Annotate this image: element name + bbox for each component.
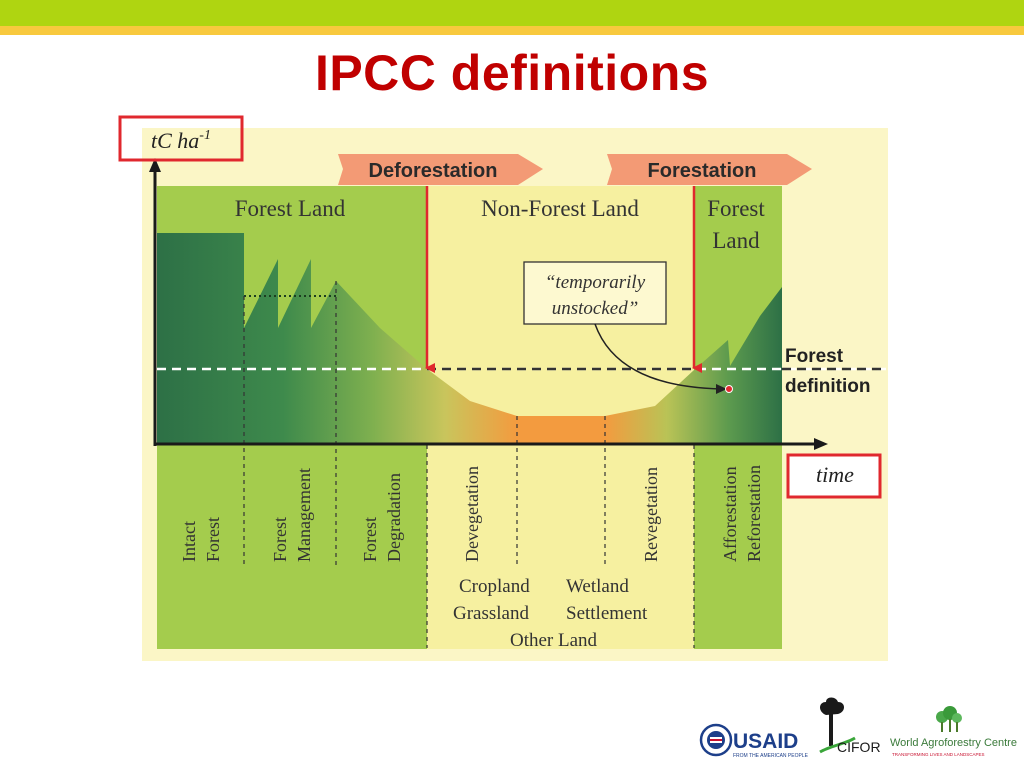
x-axis-arrowhead — [814, 438, 828, 450]
phase-afforestation: Afforestation — [720, 466, 740, 562]
forest-definition-label-line2: definition — [785, 376, 870, 397]
land-use-grassland: Grassland — [453, 603, 529, 624]
carbon-stock-curve-left — [157, 233, 517, 445]
callout-text-line1: “temporarily — [545, 272, 646, 293]
phase-degradation-line2: Degradation — [384, 473, 404, 562]
unstocked-point — [725, 385, 733, 393]
forestation-arrow-shape — [607, 154, 812, 185]
callout-connector-head — [716, 384, 727, 394]
land-use-other-land: Other Land — [510, 630, 598, 651]
deforestation-label: Deforestation — [369, 160, 498, 182]
header-green-band — [0, 0, 1024, 26]
y-axis-label: tC ha-1 — [151, 128, 211, 153]
callout-text-line2: unstocked” — [552, 298, 639, 319]
phase-management-line2: Management — [294, 468, 314, 562]
forest-land-right-label-line1: Forest — [707, 196, 765, 221]
forest-definition-label-line1: Forest — [785, 346, 844, 367]
phase-devegetation: Devegetation — [462, 466, 482, 562]
callout-connector — [594, 323, 723, 390]
phase-degradation-line1: Forest — [360, 517, 380, 562]
x-axis-label: time — [816, 462, 854, 487]
forest-land-right-label-line2: Land — [712, 228, 760, 253]
forestation-label: Forestation — [648, 160, 757, 182]
phase-intact-line2: Forest — [203, 517, 223, 562]
phase-revegetation: Revegetation — [641, 467, 661, 562]
non-forest-land-label: Non-Forest Land — [481, 196, 639, 221]
phase-dividers — [243, 281, 695, 648]
carbon-stock-curve-right — [605, 287, 782, 445]
land-use-wetland: Wetland — [566, 576, 629, 597]
callout-box — [523, 261, 667, 325]
phase-reforestation: Reforestation — [744, 465, 764, 562]
header-yellow-band — [0, 26, 1024, 35]
phase-management-line1: Forest — [270, 517, 290, 562]
x-axis-label-box — [786, 453, 882, 499]
slide-title: IPCC definitions — [314, 45, 710, 101]
phase-intact-line1: Intact — [179, 521, 199, 562]
y-axis-arrowhead — [149, 158, 161, 172]
deforestation-arrow-shape — [338, 154, 543, 185]
forest-land-left-label: Forest Land — [235, 196, 346, 221]
land-use-cropland: Cropland — [459, 576, 530, 597]
unstocked-bare-region — [517, 416, 605, 445]
y-axis-label-box — [118, 115, 244, 162]
land-use-settlement: Settlement — [566, 603, 648, 624]
